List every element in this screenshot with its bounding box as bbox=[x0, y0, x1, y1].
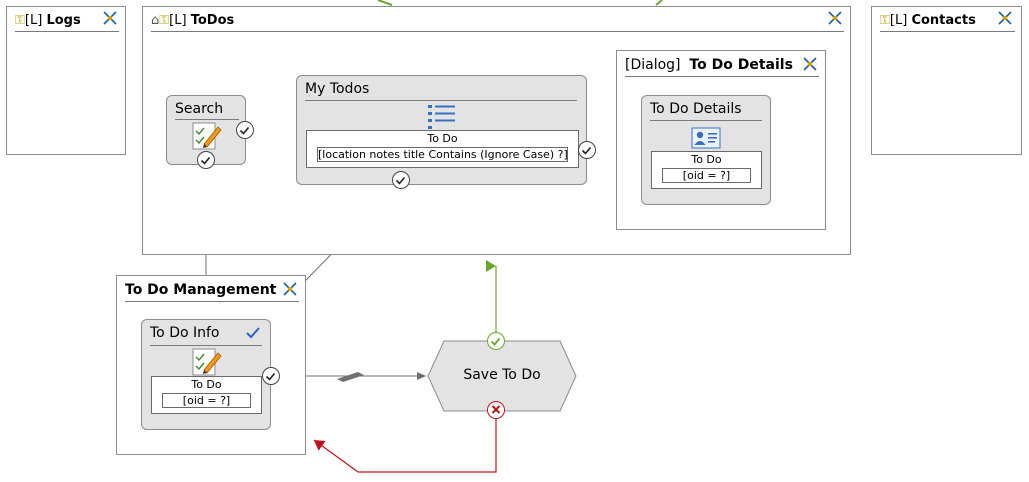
search-unit-title: Search bbox=[175, 101, 224, 117]
management-name: To Do Management bbox=[125, 282, 277, 298]
dialog-area-title: [Dialog] To Do Details bbox=[625, 57, 793, 73]
todos-area-title: ⌂⚿[L] ToDos bbox=[151, 13, 234, 29]
list-icon bbox=[428, 105, 455, 129]
save-ko-port[interactable] bbox=[487, 401, 505, 419]
search-out-port[interactable] bbox=[236, 121, 254, 139]
collapse-icon[interactable] bbox=[803, 57, 817, 71]
title-rule bbox=[175, 119, 239, 120]
contacts-area[interactable]: ⚿[L] Contacts bbox=[871, 6, 1022, 155]
info-entity: To Do [oid = ?] bbox=[151, 376, 262, 414]
entity-name: To Do bbox=[427, 132, 458, 145]
logs-name: Logs bbox=[46, 13, 81, 28]
key-icon: ⚿ bbox=[880, 13, 890, 28]
link-save-ko bbox=[313, 419, 497, 473]
home-icon: ⌂ bbox=[151, 13, 160, 28]
link-top-right bbox=[655, 0, 663, 6]
form-edit-icon bbox=[192, 122, 222, 150]
title-rule bbox=[650, 120, 762, 121]
title-rule bbox=[150, 345, 262, 346]
todos-name: ToDos bbox=[190, 13, 235, 28]
info-out-port[interactable] bbox=[262, 367, 280, 385]
logs-area[interactable]: ⚿[L] Logs bbox=[6, 6, 126, 155]
contacts-area-title: ⚿[L] Contacts bbox=[880, 13, 976, 29]
title-rule bbox=[305, 100, 577, 101]
search-bottom-port[interactable] bbox=[197, 151, 215, 169]
title-rule bbox=[15, 31, 119, 32]
title-rule bbox=[880, 31, 1015, 32]
entity-name: To Do bbox=[191, 378, 222, 391]
entity-condition: [oid = ?] bbox=[162, 393, 251, 408]
collapse-icon[interactable] bbox=[103, 11, 117, 25]
save-ok-port[interactable] bbox=[487, 332, 505, 350]
dialog-name: To Do Details bbox=[689, 57, 793, 73]
entity-condition: [oid = ?] bbox=[662, 168, 751, 183]
contact-card-icon bbox=[691, 127, 721, 149]
key-icon: ⚿ bbox=[159, 13, 170, 28]
my-todos-unit[interactable]: My Todos To Do [location notes title Con… bbox=[296, 75, 587, 185]
mytodos-bottom-port[interactable] bbox=[392, 171, 410, 189]
title-rule bbox=[125, 301, 299, 302]
management-area-title: To Do Management bbox=[125, 282, 276, 298]
my-todos-entity: To Do [location notes title Contains (Ig… bbox=[306, 130, 579, 168]
mytodos-out-port[interactable] bbox=[578, 141, 596, 159]
logs-prefix: [L] bbox=[24, 13, 43, 28]
contacts-name: Contacts bbox=[911, 13, 976, 28]
title-rule bbox=[151, 31, 844, 32]
details-unit[interactable]: To Do Details To Do [oid = ?] bbox=[641, 95, 771, 205]
link-top-left bbox=[377, 0, 393, 6]
my-todos-title: My Todos bbox=[305, 81, 370, 97]
collapse-icon[interactable] bbox=[998, 11, 1012, 25]
key-icon: ⚿ bbox=[15, 13, 25, 28]
form-edit-icon bbox=[192, 348, 222, 376]
title-rule bbox=[625, 76, 819, 77]
details-entity: To Do [oid = ?] bbox=[651, 151, 762, 189]
todos-prefix: [L] bbox=[169, 13, 187, 28]
collapse-icon[interactable] bbox=[828, 11, 842, 25]
entity-condition: [location notes title Contains (Ignore C… bbox=[317, 147, 568, 162]
link-info-to-save-param bbox=[337, 372, 364, 382]
info-unit[interactable]: To Do Info To Do [oid = ?] bbox=[141, 319, 271, 430]
details-unit-title: To Do Details bbox=[650, 101, 742, 117]
collapse-icon[interactable] bbox=[283, 282, 297, 296]
logs-area-title: ⚿[L] Logs bbox=[15, 13, 81, 29]
save-operation[interactable] bbox=[426, 340, 578, 412]
info-unit-title: To Do Info bbox=[150, 325, 220, 341]
entity-name: To Do bbox=[691, 153, 722, 166]
contacts-prefix: [L] bbox=[889, 13, 908, 28]
check-mark-icon bbox=[246, 327, 260, 339]
dialog-prefix: [Dialog] bbox=[625, 57, 681, 73]
save-operation-label: Save To Do bbox=[463, 367, 541, 383]
